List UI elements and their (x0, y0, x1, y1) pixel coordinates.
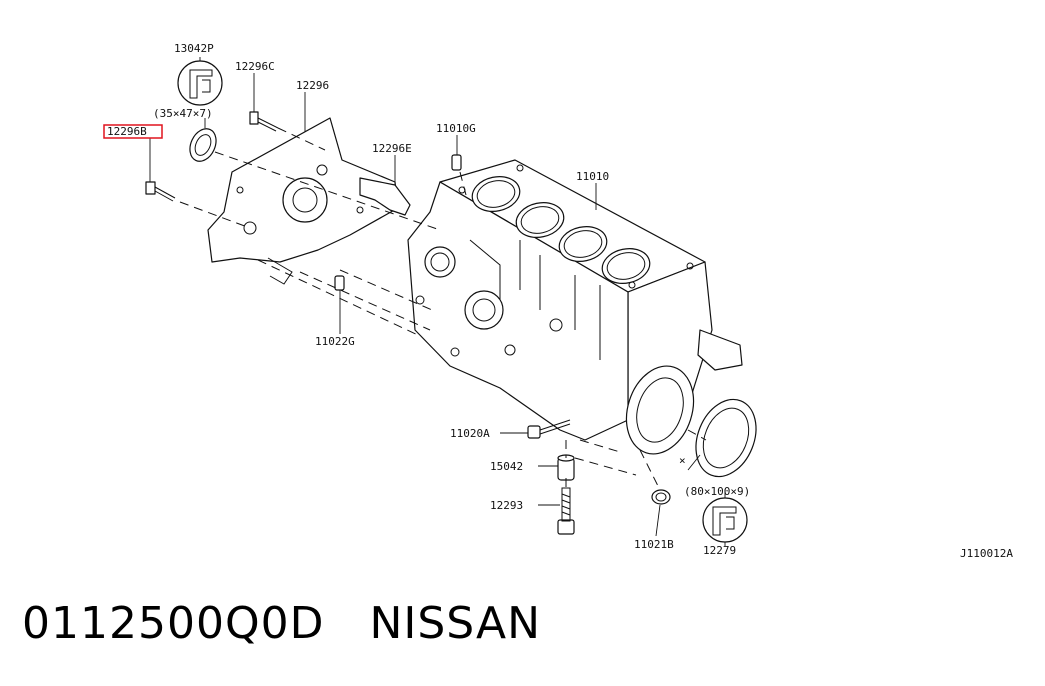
label-12296E[interactable]: 12296E (372, 142, 412, 155)
front-cover[interactable] (207, 117, 399, 285)
highlight-box (103, 124, 163, 139)
bolt-12296C[interactable] (249, 111, 279, 132)
cylinder-bore-1 (471, 176, 521, 212)
label-11022G[interactable]: 11022G (315, 335, 355, 348)
seal-section-inset-large (702, 497, 748, 543)
cylinder-bore-4 (601, 248, 651, 284)
rear-oil-seal[interactable] (685, 390, 767, 485)
x-mark: × (679, 454, 686, 467)
label-11010G[interactable]: 11010G (436, 122, 476, 135)
block-rear-flange (625, 329, 743, 455)
label-11021B[interactable]: 11021B (634, 538, 674, 551)
part-number: 0112500Q0D (22, 598, 325, 649)
label-15042[interactable]: 15042 (490, 460, 523, 473)
dowel-11010G[interactable] (451, 154, 462, 171)
label-seal-small-dims: (35×47×7) (153, 107, 213, 120)
brand-name: NISSAN (369, 598, 542, 649)
cylinder-bore-3 (558, 226, 608, 262)
caption: 0112500Q0D NISSAN (22, 598, 541, 649)
bushing-15042[interactable] (557, 454, 575, 481)
exploded-parts-diagram: 13042P (35×47×7) 12296C 12296 12296B 110… (103, 42, 1013, 560)
seal-section-inset-small (177, 60, 223, 106)
front-oil-seal[interactable] (185, 125, 221, 166)
label-12296[interactable]: 12296 (296, 79, 329, 92)
bolt-11020A[interactable] (527, 419, 571, 439)
block-front-details (415, 239, 601, 360)
label-12279[interactable]: 12279 (703, 544, 736, 557)
label-12293[interactable]: 12293 (490, 499, 523, 512)
label-12296B[interactable]: 12296B (107, 125, 147, 138)
label-11020A[interactable]: 11020A (450, 427, 490, 440)
label-12296C[interactable]: 12296C (235, 60, 275, 73)
leader-lines (149, 57, 726, 546)
plug-11021B[interactable] (651, 489, 671, 505)
front-cover-gasket[interactable] (359, 177, 411, 216)
label-seal-large-dims: (80×100×9) (684, 485, 750, 498)
assembly-guide-lines (179, 127, 707, 491)
diagram-code: J110012A (960, 547, 1013, 560)
bolt-12296B[interactable] (145, 181, 176, 202)
label-13042P[interactable]: 13042P (174, 42, 214, 55)
label-11010[interactable]: 11010 (576, 170, 609, 183)
cylinder-bore-2 (515, 202, 565, 238)
dowel-11022G[interactable] (334, 275, 345, 291)
bolt-12293[interactable] (557, 487, 575, 535)
